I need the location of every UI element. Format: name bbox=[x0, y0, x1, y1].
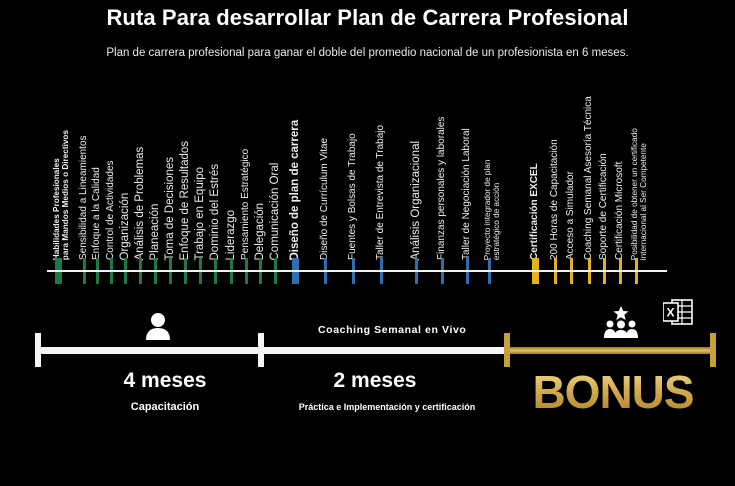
phase-practica-duration: 2 meses bbox=[333, 369, 417, 392]
topic-label: Taller de Entrevista de Trabajo bbox=[375, 124, 386, 260]
topic-label: Delegación bbox=[254, 202, 266, 260]
topic-label: Soporte de Certificación bbox=[598, 153, 609, 260]
topic-item: Taller de Negociación Laboral bbox=[461, 95, 478, 260]
topic-label: Proyecto integrador de plan estratégico … bbox=[483, 159, 501, 260]
timeline-axis bbox=[47, 270, 667, 272]
topic-label: Dominio del Estrés bbox=[209, 163, 221, 260]
topic-label: Fuentes y Bolsas de Trabajo bbox=[347, 133, 358, 260]
topic-label: Posibilidad de obtener un certificado in… bbox=[630, 128, 648, 260]
bonus-label: BONUS bbox=[528, 365, 698, 419]
topic-item: Finanzas personales y laborales bbox=[436, 95, 453, 260]
topic-item: Certificación Microsoft bbox=[614, 95, 631, 260]
topic-item: Habilidades Profesionales para Mandos Me… bbox=[52, 95, 70, 260]
track-start-tick bbox=[35, 333, 41, 367]
topic-item: Diseño de Currículum Vitae bbox=[319, 95, 336, 260]
topic-label: Finanzas personales y laborales bbox=[436, 116, 447, 260]
topic-label: Certificación Microsoft bbox=[614, 161, 625, 260]
topic-label: Certificación EXCEL bbox=[529, 163, 540, 260]
topic-item: Taller de Entrevista de Trabajo bbox=[375, 95, 392, 260]
track-mid-tick bbox=[258, 333, 264, 367]
page-title: Ruta Para desarrollar Plan de Carrera Pr… bbox=[106, 5, 629, 30]
training-track bbox=[38, 347, 510, 354]
topic-label: Organización bbox=[119, 192, 131, 260]
page-subtitle: Plan de carrera profesional para ganar e… bbox=[106, 47, 629, 59]
coaching-label: Coaching Semanal en Vivo bbox=[318, 324, 467, 336]
topic-item: Análisis Organizacional bbox=[410, 95, 427, 260]
topic-item: Posibilidad de obtener un certificado in… bbox=[630, 95, 648, 260]
topic-label: Enfoque de Resultados bbox=[179, 140, 191, 260]
topic-label: Análisis de Problemas bbox=[134, 146, 146, 260]
topic-item: Fuentes y Bolsas de Trabajo bbox=[347, 95, 364, 260]
team-star-icon bbox=[604, 306, 638, 338]
topic-label: Coaching Semanal Asesoría Técnica bbox=[583, 96, 594, 260]
topic-label: Planeación bbox=[149, 203, 161, 260]
bonus-start-tick bbox=[504, 333, 510, 367]
topic-item: Dominio del Estrés bbox=[209, 95, 226, 260]
phase-capacitacion-duration: 4 meses bbox=[123, 369, 207, 392]
phase-capacitacion-label: Capacitación bbox=[130, 401, 200, 413]
topic-item: 200 Horas de Capacitación bbox=[549, 95, 566, 260]
topic-label: Habilidades Profesionales para Mandos Me… bbox=[52, 129, 70, 260]
topic-label: Enfoque a la Calidad bbox=[91, 167, 102, 260]
topic-label: Pensamiento Estratégico bbox=[240, 148, 251, 260]
topic-item: Diseño de plan de carrera bbox=[289, 95, 306, 260]
topic-label: Diseño de plan de carrera bbox=[289, 119, 301, 260]
topic-item: Soporte de Certificación bbox=[598, 95, 615, 260]
person-icon bbox=[146, 313, 170, 340]
topic-label: Trabajo en Equipo bbox=[194, 166, 206, 260]
topic-label: Taller de Negociación Laboral bbox=[461, 128, 472, 260]
excel-letter: X bbox=[666, 306, 674, 320]
excel-icon: X bbox=[663, 299, 693, 325]
phase-practica-label: Práctica e Implementación y certificació… bbox=[298, 402, 476, 412]
topic-item: Acceso a Simulador bbox=[565, 95, 582, 260]
topic-label: Acceso a Simulador bbox=[565, 171, 576, 260]
topic-item: Certificación EXCEL bbox=[529, 95, 546, 260]
bonus-track bbox=[506, 347, 714, 354]
topic-label: 200 Horas de Capacitación bbox=[549, 139, 560, 260]
topic-label: Diseño de Currículum Vitae bbox=[319, 137, 330, 260]
bonus-end-tick bbox=[710, 333, 716, 367]
topic-label: Comunicación Oral bbox=[269, 162, 281, 260]
topic-item: Comunicación Oral bbox=[269, 95, 286, 260]
topic-label: Liderazgo bbox=[225, 209, 237, 260]
topic-label: Toma de Decisiones bbox=[164, 156, 176, 260]
topic-item: Proyecto integrador de plan estratégico … bbox=[483, 95, 501, 260]
topic-label: Sensibilidad a Lineamientos bbox=[78, 135, 89, 260]
topic-label: Análisis Organizacional bbox=[410, 140, 422, 260]
topic-label: Control de Actividades bbox=[105, 160, 116, 260]
